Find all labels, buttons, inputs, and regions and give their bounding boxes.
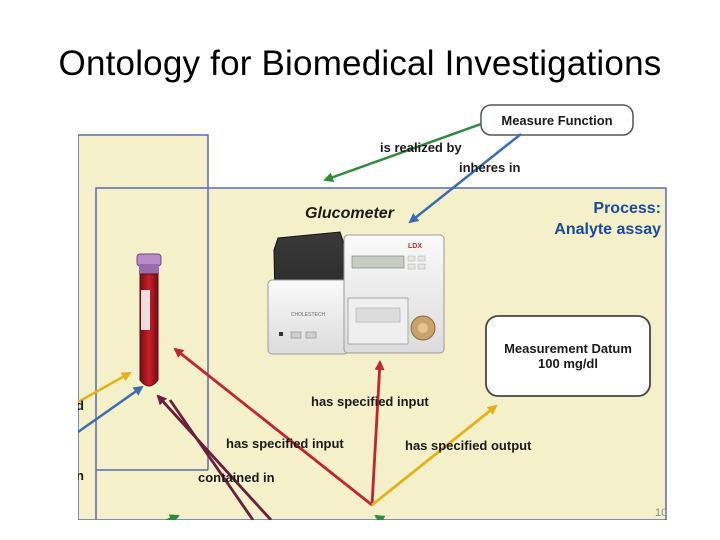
- bottom-green-arrow-right: [374, 514, 386, 520]
- measurement-datum-label: Measurement Datum: [504, 341, 632, 356]
- blood-sample-tube: [136, 253, 162, 387]
- process-label-line2: Analyte assay: [554, 221, 661, 238]
- has-specified-input-arrow-1: [370, 360, 385, 506]
- slide-title: Ontology for Biomedical Investigations: [58, 44, 662, 83]
- glucometer-label: Glucometer: [305, 205, 395, 222]
- contained-in-label: contained in: [198, 470, 275, 485]
- cut-yellow-arrow: [78, 371, 132, 404]
- is-realized-by-arrow: [323, 122, 482, 183]
- process-label-line1: Process:: [593, 200, 661, 217]
- contained-in-arrow: [156, 394, 273, 520]
- measure-function-node: [480, 104, 634, 136]
- has-specified-output-arrow: [371, 404, 498, 507]
- has-specified-output-label: has specified output: [405, 438, 532, 453]
- bottom-green-arrow-left: [163, 514, 180, 520]
- measure-function-label: Measure Function: [501, 113, 612, 128]
- device-brand-label: LDX: [408, 243, 422, 250]
- page-number: 10: [655, 507, 668, 519]
- glucometer-device: CHOLESTECH LDX: [267, 231, 445, 355]
- has-specified-input-arrow-2: [173, 347, 373, 507]
- cut-left-label-2: n: [78, 468, 84, 483]
- measurement-datum-value: 100 mg/dl: [538, 356, 598, 371]
- has-specified-input-label-1: has specified input: [311, 394, 429, 409]
- inheres-in-arrow: [408, 133, 522, 224]
- cut-left-label-1: d: [78, 398, 84, 413]
- is-realized-by-label: is realized by: [380, 140, 462, 155]
- measurement-datum-node: [485, 315, 651, 397]
- obi-diagram: Measure Function is realized by inheres …: [78, 100, 678, 520]
- has-specified-input-label-2: has specified input: [226, 436, 344, 451]
- cut-blue-arrow: [78, 385, 144, 434]
- contained-in-tail: [168, 399, 255, 520]
- device-model-label: CHOLESTECH: [291, 312, 326, 318]
- inheres-in-label: inheres in: [459, 160, 520, 175]
